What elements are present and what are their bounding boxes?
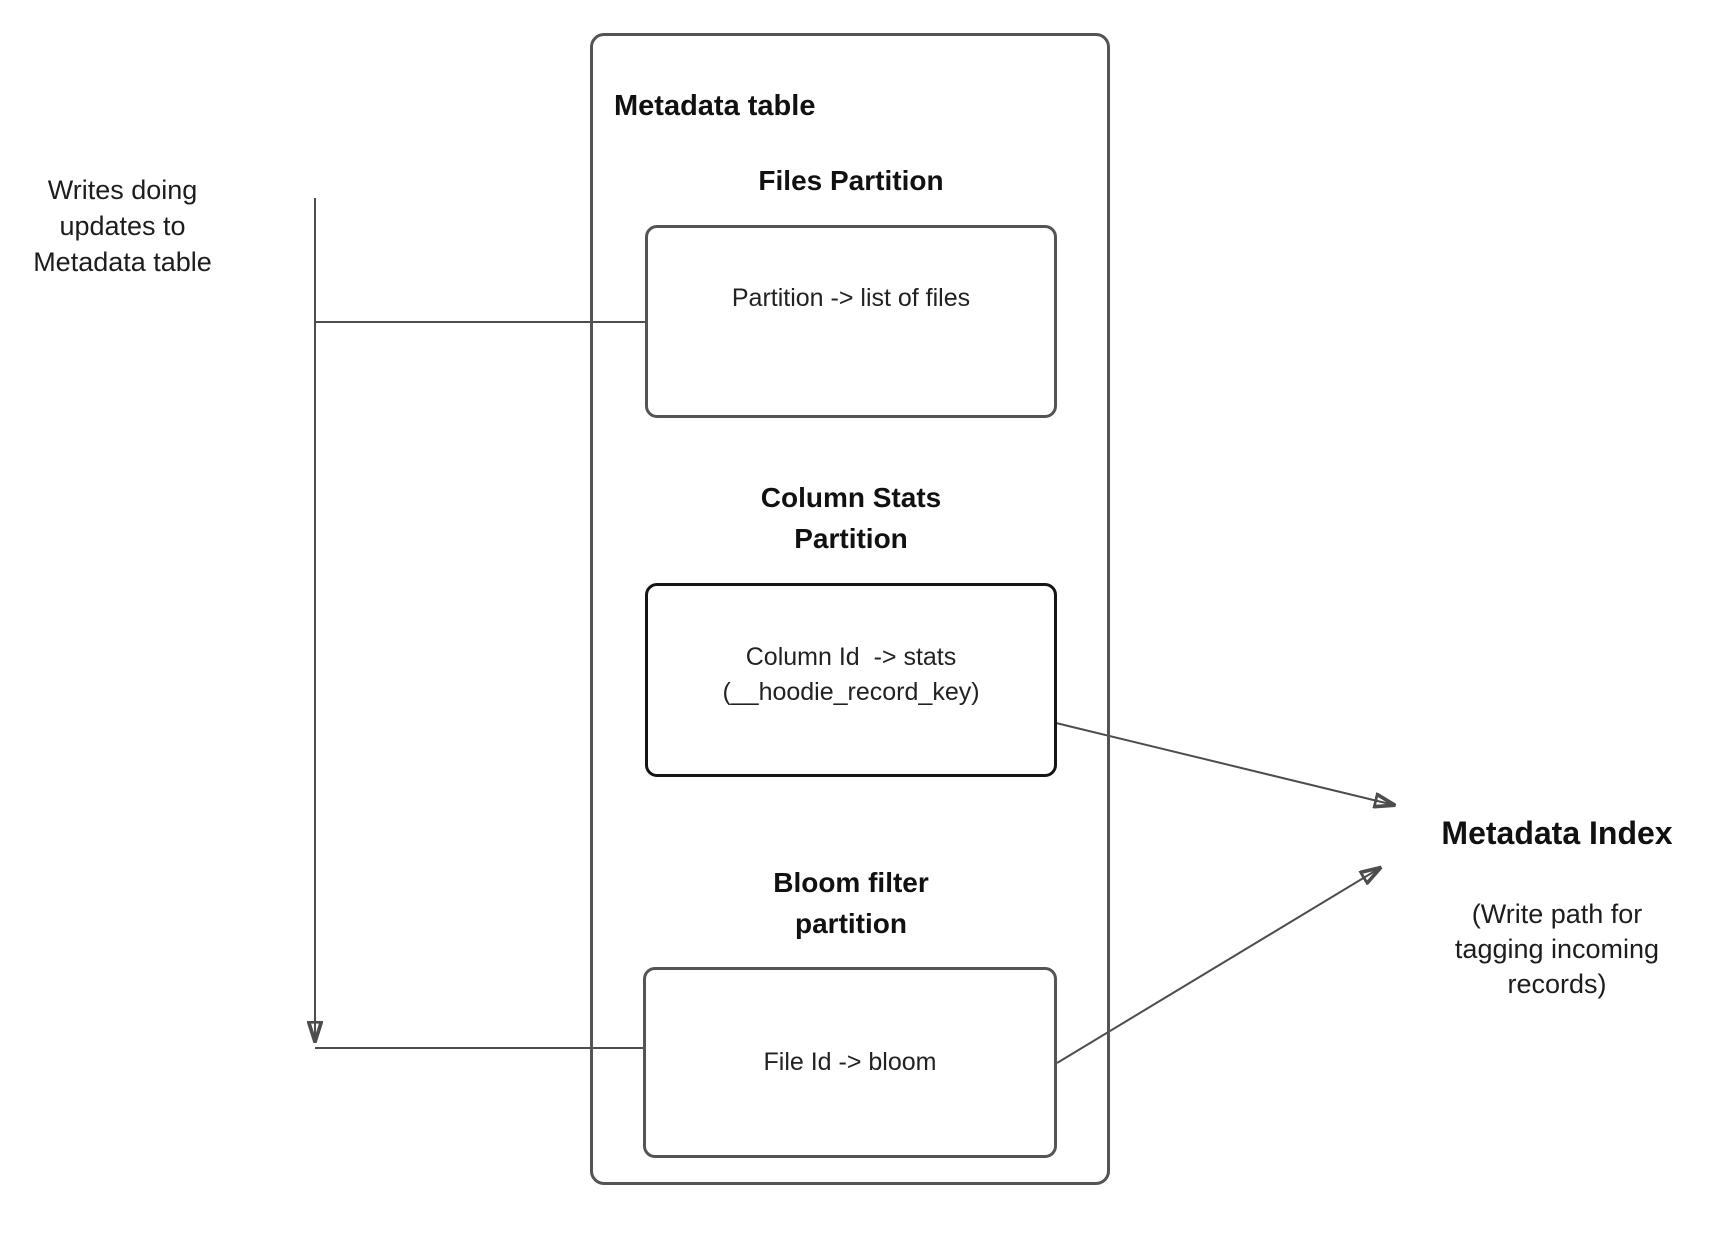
column-stats-partition-label: Column Id -> stats (__hoodie_record_key) (722, 643, 980, 706)
column-stats-partition-heading: Column Stats Partition (760, 482, 942, 554)
bloom-filter-partition-heading: Bloom filter partition (773, 867, 929, 939)
metadata-table-title: Metadata table (614, 90, 816, 122)
writes-annotation-label: Writes doing updates to Metadata table (33, 175, 212, 277)
files-partition-label: Partition -> list of files (731, 284, 971, 312)
bloom-filter-partition-label: File Id -> bloom (763, 1048, 937, 1076)
files-partition-heading: Files Partition (758, 165, 944, 196)
metadata-index-title: Metadata Index (1441, 815, 1673, 851)
files-partition-box (645, 225, 1057, 418)
metadata-table-container (590, 33, 1110, 1185)
bloom-filter-partition-box (643, 967, 1057, 1158)
metadata-index-caption: (Write path for tagging incoming records… (1454, 899, 1660, 999)
column-stats-partition-box (645, 583, 1057, 777)
